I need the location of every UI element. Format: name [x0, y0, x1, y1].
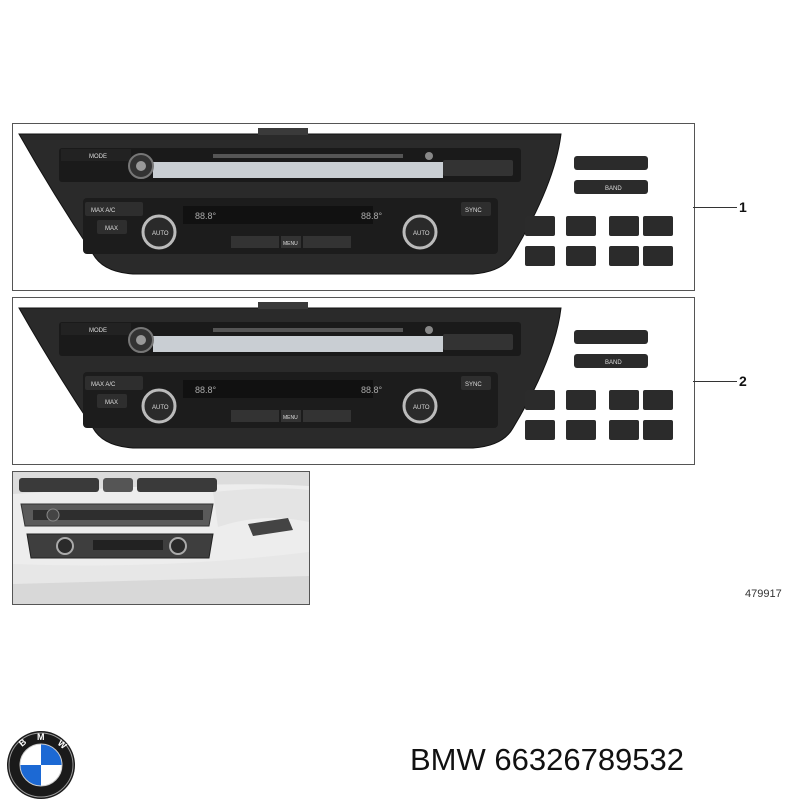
sync-label: SYNC	[465, 208, 482, 214]
climate-panel-1-illustration: MODE MAX A/C MAX AUTO AUTO 88.8° 88.8° M…	[18, 128, 673, 275]
auto-label-right: AUTO	[413, 405, 430, 411]
mode-label: MODE	[89, 154, 107, 160]
callout-leader-1	[693, 207, 737, 208]
temp-display-left: 88.8°	[195, 211, 217, 221]
svg-text:M: M	[37, 732, 45, 742]
callout-number-2: 2	[739, 373, 747, 389]
band-label: BAND	[605, 186, 622, 192]
mode-label: MODE	[89, 328, 107, 334]
auto-label-left: AUTO	[152, 405, 169, 411]
max-ac-label: MAX A/C	[91, 208, 116, 214]
diagram-frame-1: MODE MAX A/C MAX AUTO AUTO 88.8° 88.8° M…	[12, 123, 695, 291]
auto-label-left: AUTO	[152, 231, 169, 237]
bmw-logo-icon: B M W	[7, 731, 75, 799]
temp-display-right: 88.8°	[361, 211, 383, 221]
temp-display-right: 88.8°	[361, 385, 383, 395]
auto-label-right: AUTO	[413, 231, 430, 237]
diagram-frame-2: MODE MAX A/C MAX AUTO AUTO 88.8° 88.8° M…	[12, 297, 695, 465]
dashboard-interior-illustration	[13, 472, 309, 604]
menu-label: MENU	[283, 241, 298, 247]
part-number-caption: BMW 66326789532	[410, 742, 685, 777]
max-label: MAX	[105, 400, 118, 406]
svg-text:B: B	[17, 736, 29, 748]
sync-label: SYNC	[465, 382, 482, 388]
band-label: BAND	[605, 360, 622, 366]
callout-leader-2	[693, 381, 737, 382]
climate-panel-2-illustration: MODE MAX A/C MAX AUTO AUTO 88.8° 88.8° M…	[18, 302, 673, 449]
max-label: MAX	[105, 226, 118, 232]
callout-number-1: 1	[739, 199, 747, 215]
temp-display-left: 88.8°	[195, 385, 217, 395]
max-ac-label: MAX A/C	[91, 382, 116, 388]
diagram-reference-number: 479917	[745, 588, 782, 600]
menu-label: MENU	[283, 415, 298, 421]
interior-location-view	[12, 471, 310, 605]
